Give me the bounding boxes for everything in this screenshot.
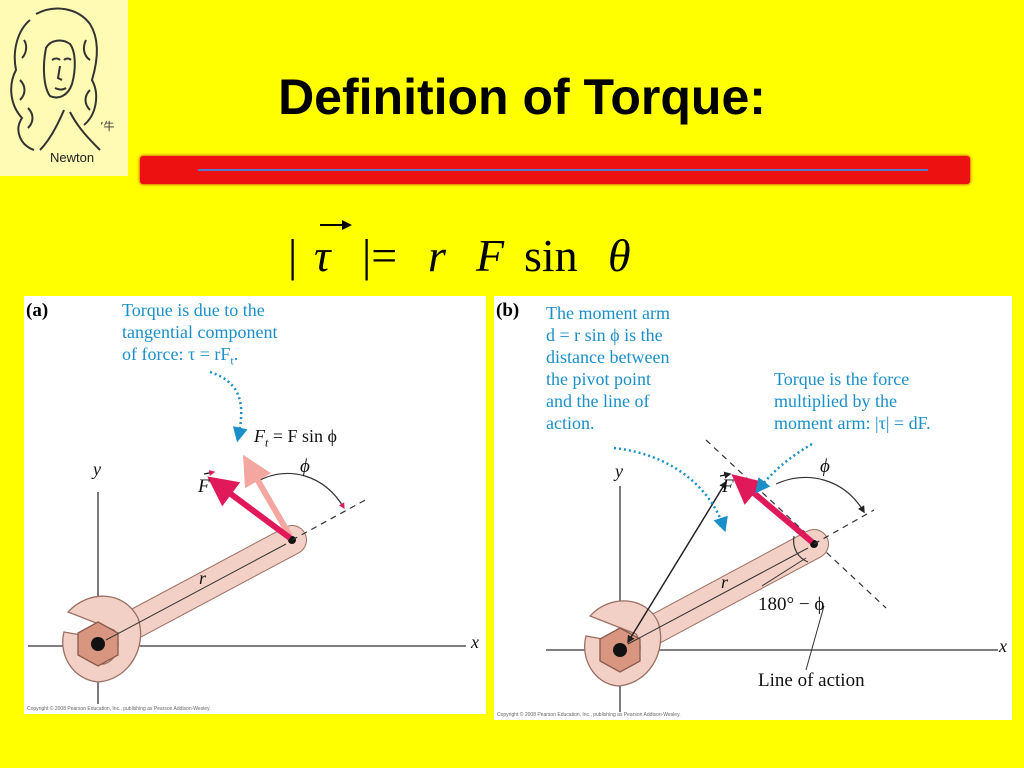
phi-label-b: ϕ bbox=[820, 456, 830, 477]
tangential-force-label: Ft = F sin ϕ bbox=[254, 426, 337, 450]
line-of-action-pointer bbox=[805, 605, 825, 671]
panel-b-note-left-line-1: The moment arm bbox=[546, 303, 670, 323]
panel-a-note-period: . bbox=[233, 344, 239, 364]
panel-b-note-right-line-1: Torque is the force bbox=[774, 369, 910, 389]
panel-b-diagram bbox=[546, 439, 998, 712]
figure-panel-a: (a) Torque is due to the tangential comp… bbox=[24, 296, 486, 714]
panel-b-label: (b) bbox=[496, 300, 520, 321]
annotation-pointer-b-right bbox=[755, 442, 813, 494]
torque-formula: | τ |= r F sin θ bbox=[288, 220, 631, 281]
panel-a-note-line-1: Torque is due to the bbox=[122, 300, 265, 320]
panel-b-note-right-line-2: multiplied by the bbox=[774, 391, 897, 411]
panel-b-note-left-line-3: distance between bbox=[546, 347, 670, 367]
panel-a-note-line-2: tangential component bbox=[122, 322, 278, 342]
title-divider bbox=[140, 156, 970, 184]
panel-a-note: Torque is due to the tangential componen… bbox=[122, 299, 277, 372]
formula-bar-left: | bbox=[288, 230, 297, 281]
r-label-a: r bbox=[199, 568, 207, 588]
phi-label-a: ϕ bbox=[300, 456, 310, 477]
formula-f: F bbox=[475, 230, 505, 281]
formula-r: r bbox=[428, 230, 447, 281]
svg-text:ʼ牛: ʼ牛 bbox=[100, 119, 115, 133]
tangential-force-arrow bbox=[242, 454, 293, 538]
moment-arm-head bbox=[627, 480, 727, 643]
panel-b-note-left-line-4: the pivot point bbox=[546, 369, 651, 389]
supplementary-angle-label: 180° − ϕ bbox=[758, 594, 825, 615]
line-of-action bbox=[705, 439, 887, 609]
y-axis-label-b: y bbox=[615, 461, 623, 481]
line-extension-b bbox=[813, 509, 875, 545]
line-of-action-label: Line of action bbox=[758, 670, 865, 691]
y-axis-label-a: y bbox=[93, 459, 101, 479]
force-arrow-b bbox=[731, 474, 814, 545]
supplementary-angle-arc bbox=[793, 535, 809, 563]
copyright-b: Copyright © 2008 Pearson Education, Inc.… bbox=[497, 712, 681, 718]
panel-b-note-left-line-5: and the line of bbox=[546, 391, 650, 411]
r-label-b: r bbox=[721, 572, 729, 592]
panel-a-note-line-3: of force: τ = rF bbox=[122, 344, 231, 364]
force-label-b: F bbox=[722, 476, 734, 497]
newton-portrait-icon: ʼ牛 bbox=[10, 7, 115, 151]
panel-b-note-right-line-3: moment arm: |τ| = dF. bbox=[774, 413, 931, 433]
line-extension bbox=[291, 497, 370, 541]
phi-arc-b bbox=[775, 476, 865, 514]
panel-a-note-subscript: t bbox=[230, 353, 234, 368]
vector-arrow-icon bbox=[320, 220, 352, 230]
logo-label: Newton bbox=[50, 150, 95, 165]
slide-title: Definition of Torque: bbox=[278, 69, 766, 125]
panel-a-label: (a) bbox=[26, 300, 49, 321]
x-axis-label-a: x bbox=[471, 632, 479, 652]
panel-a-diagram bbox=[28, 370, 466, 704]
annotation-pointer-a bbox=[209, 370, 248, 443]
annotation-pointer-b-left bbox=[613, 446, 728, 533]
formula-bar-equals: |= bbox=[362, 230, 397, 281]
panel-b-note-left-line-6: action. bbox=[546, 413, 595, 433]
panel-b-note-right: Torque is the force multiplied by the mo… bbox=[774, 368, 931, 434]
wrench-b bbox=[584, 529, 829, 687]
formula-tau: τ bbox=[314, 230, 332, 281]
divider-line bbox=[198, 169, 928, 171]
x-axis-label-b: x bbox=[999, 636, 1007, 656]
wrench bbox=[62, 525, 307, 683]
vector-arrow-f-b-icon bbox=[719, 471, 732, 479]
force-arrow bbox=[207, 476, 292, 541]
figure-panel-b: (b) The moment arm d = r sin ϕ is the di… bbox=[494, 296, 1012, 720]
copyright-a: Copyright © 2008 Pearson Education, Inc.… bbox=[27, 706, 211, 712]
formula-sin: sin bbox=[524, 230, 578, 281]
panel-b-note-left: The moment arm d = r sin ϕ is the distan… bbox=[546, 302, 670, 434]
vector-arrow-f-icon bbox=[203, 469, 216, 476]
panel-b-note-left-line-2: d = r sin ϕ is the bbox=[546, 325, 663, 345]
newton-logo: ʼ牛 Newton bbox=[0, 0, 128, 176]
formula-theta: θ bbox=[608, 230, 631, 281]
angle-pointer bbox=[761, 557, 807, 587]
force-label-a: F bbox=[198, 476, 210, 497]
